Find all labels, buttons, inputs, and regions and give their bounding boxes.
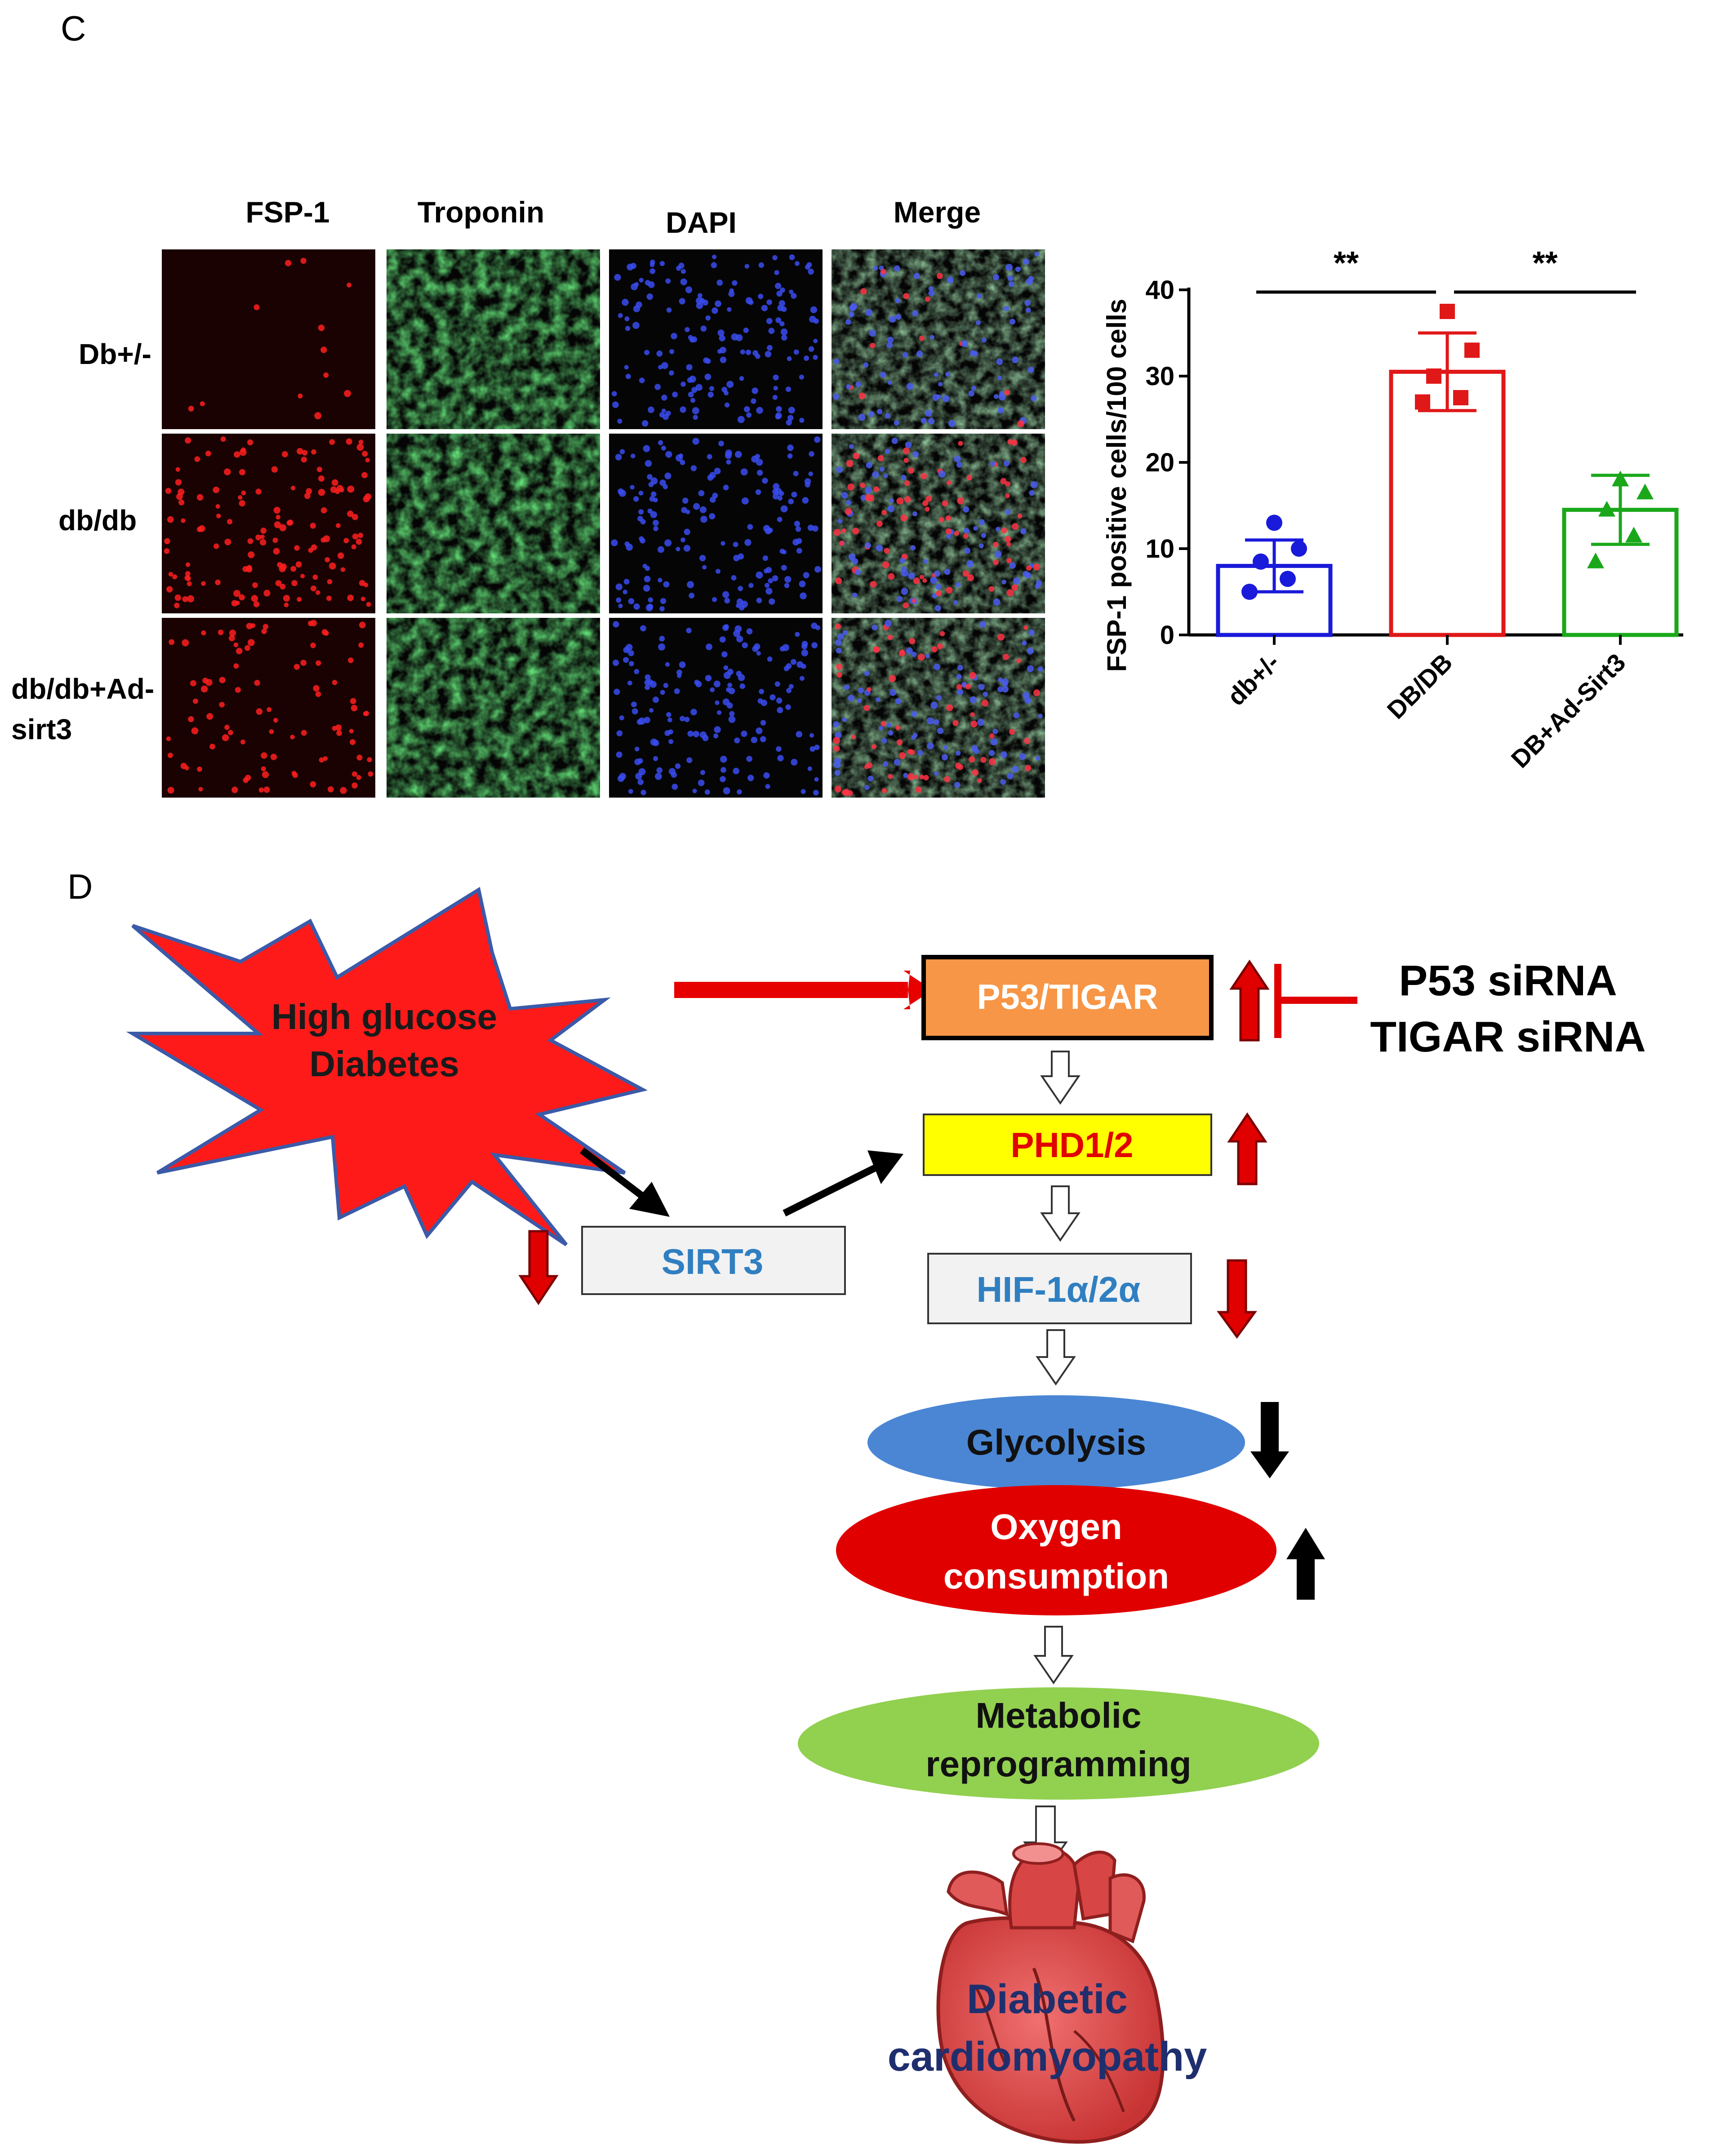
arrow-glucose-to-p53 — [674, 971, 933, 1009]
y-tick-label: 0 — [1160, 621, 1174, 650]
y-tick-label: 10 — [1145, 534, 1174, 563]
data-point — [1440, 304, 1455, 319]
outcome-line2: cardiomyopathy — [888, 2034, 1207, 2080]
glycolysis-label: Glycolysis — [966, 1422, 1146, 1462]
y-tick-label: 30 — [1145, 362, 1174, 391]
hollow-arrow-4 — [1033, 1626, 1074, 1685]
metabolic-reprogramming-ellipse — [798, 1687, 1319, 1800]
hif-label: HIF-1α/2α — [976, 1269, 1140, 1309]
x-tick-label: DB+Ad-Sirt3 — [1506, 648, 1631, 773]
sirna-line1: P53 siRNA — [1399, 957, 1617, 1005]
phd-label: PHD1/2 — [1010, 1125, 1133, 1165]
oxygen-consumption-ellipse — [836, 1485, 1276, 1615]
p53-tigar-box — [921, 955, 1214, 1040]
micrograph-fsp1-row2 — [162, 434, 375, 613]
micrograph-dapi-row2 — [609, 434, 823, 613]
y-tick-label: 40 — [1145, 275, 1174, 305]
column-header-troponin: Troponin — [418, 195, 544, 229]
starburst-line1: High glucose — [271, 997, 497, 1037]
micrograph-troponin-row3 — [387, 618, 600, 798]
significance-label: ** — [1334, 245, 1359, 281]
sirt3-box — [581, 1226, 846, 1295]
pathway-diagram: High glucose Diabetes P53/TIGAR P53 siRN… — [126, 887, 1646, 2144]
down-arrow-glycolysis — [1250, 1402, 1289, 1478]
data-point — [1426, 368, 1441, 384]
row-label-db-db-ad-sirt3-line2: sirt3 — [11, 713, 72, 745]
sirna-line2: TIGAR siRNA — [1370, 1013, 1645, 1061]
p53-tigar-label: P53/TIGAR — [977, 977, 1158, 1016]
data-point — [1453, 390, 1468, 405]
column-header-dapi: DAPI — [666, 206, 737, 239]
hollow-arrow-1 — [1040, 1051, 1081, 1105]
micrograph-dapi-row1 — [609, 249, 823, 429]
data-point — [1625, 527, 1642, 543]
phd-box — [923, 1113, 1212, 1176]
data-point — [1637, 484, 1654, 500]
outcome-line1: Diabetic — [967, 1976, 1128, 2022]
row-label-db-db-ad-sirt3-line1: db/db+Ad- — [11, 673, 154, 705]
oxygen-line1: Oxygen — [990, 1507, 1122, 1547]
micrograph-fsp1-row1 — [162, 249, 375, 429]
row-label-db-het: Db+/- — [79, 338, 151, 370]
micrograph-fsp1-row3 — [162, 618, 375, 798]
up-arrow-oxygen — [1286, 1528, 1325, 1600]
data-point — [1598, 501, 1615, 517]
micrograph-tiles — [162, 249, 1045, 798]
down-arrow-hif — [1217, 1259, 1257, 1339]
micrograph-troponin-row1 — [387, 249, 600, 429]
column-header-merge: Merge — [894, 195, 981, 229]
hollow-arrow-3 — [1036, 1329, 1076, 1386]
metabolic-line1: Metabolic — [976, 1695, 1142, 1735]
micrograph-troponin-row2 — [387, 434, 600, 613]
up-arrow-phd — [1227, 1112, 1267, 1185]
micrograph-merge-row1 — [832, 249, 1045, 429]
x-tick-label: db+/- — [1222, 648, 1285, 711]
up-arrow-p53 — [1229, 959, 1270, 1042]
data-point — [1291, 541, 1307, 557]
panel-c-letter: C — [61, 9, 86, 48]
heart-illustration — [936, 1842, 1165, 2144]
micrograph-grid: FSP-1 Troponin DAPI Merge Db+/- db/db db… — [11, 195, 1045, 798]
x-tick-label: DB/DB — [1382, 648, 1458, 724]
micrograph-merge-row2 — [832, 434, 1045, 613]
fsp1-bar-chart: FSP-1 positive cells/100 cells 0 10 20 30 40… — [1102, 245, 1683, 773]
bar-DB/DB — [1389, 369, 1506, 637]
starburst-line2: Diabetes — [309, 1044, 459, 1084]
significance-label: ** — [1532, 245, 1557, 281]
data-point — [1280, 571, 1296, 587]
hif-box — [927, 1253, 1192, 1324]
column-header-fsp1: FSP-1 — [245, 195, 329, 229]
data-point — [1253, 553, 1269, 570]
hollow-arrow-2 — [1040, 1185, 1081, 1242]
sirt3-label: SIRT3 — [662, 1242, 764, 1282]
arrow-glucose-to-sirt3 — [580, 1147, 670, 1217]
glycolysis-ellipse — [867, 1395, 1245, 1490]
data-point — [1415, 394, 1430, 410]
y-tick-label: 20 — [1145, 448, 1174, 477]
inhibition-bar-sirna — [1274, 964, 1357, 1038]
high-glucose-starburst — [126, 887, 648, 1247]
micrograph-dapi-row3 — [609, 618, 823, 798]
data-point — [1241, 584, 1258, 600]
micrograph-merge-row3 — [832, 618, 1045, 798]
data-point — [1612, 470, 1629, 487]
y-axis-label: FSP-1 positive cells/100 cells — [1102, 299, 1132, 672]
data-point — [1266, 515, 1282, 531]
arrow-sirt3-to-phd — [783, 1150, 903, 1217]
data-point — [1464, 342, 1480, 358]
data-point — [1587, 552, 1604, 568]
row-label-db-db: db/db — [58, 504, 137, 537]
down-arrow-sirt3 — [518, 1230, 559, 1305]
oxygen-line2: consumption — [943, 1556, 1169, 1596]
panel-d-letter: D — [67, 867, 93, 906]
metabolic-line2: reprogramming — [925, 1744, 1191, 1784]
